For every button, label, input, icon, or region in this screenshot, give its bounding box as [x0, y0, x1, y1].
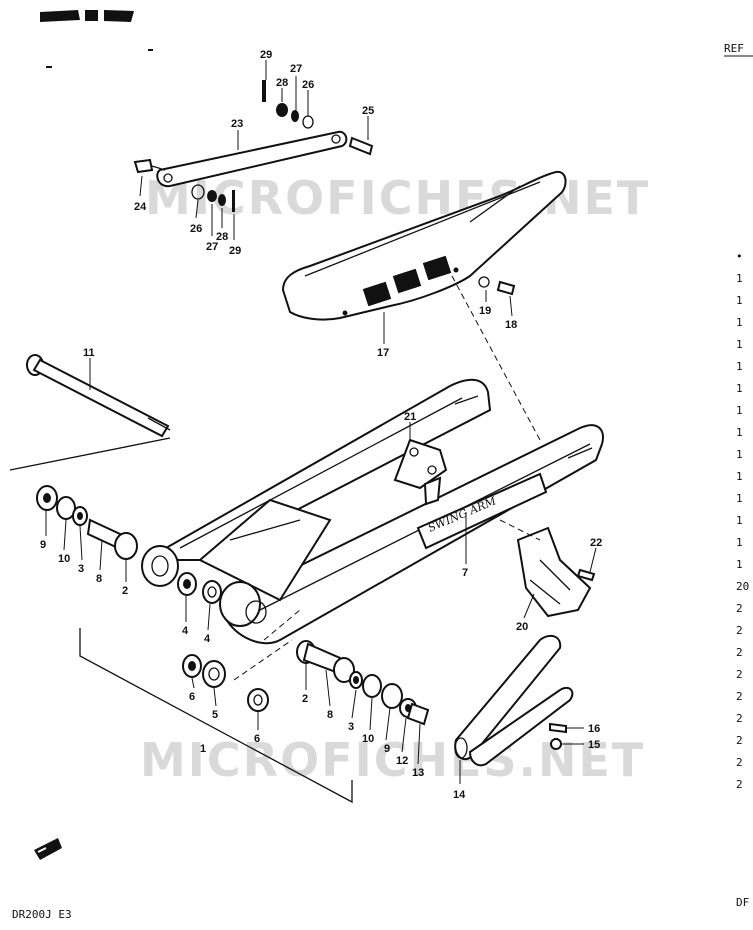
callout-20: 20	[516, 621, 528, 633]
callout-2-left: 2	[122, 585, 128, 597]
callout-7: 7	[462, 567, 468, 579]
callout-21: 21	[404, 411, 416, 423]
callout-4-a: 4	[182, 625, 189, 637]
callout-26-bottom: 26	[190, 223, 202, 235]
ref-column-entry: 2	[736, 712, 743, 725]
callout-29-bottom: 29	[229, 245, 241, 257]
ref-column-entry: 1	[736, 558, 743, 571]
callout-11: 11	[83, 347, 95, 359]
ref-column-entry: 1	[736, 360, 743, 373]
right-bearing-stack	[296, 640, 430, 726]
torque-link-part	[133, 130, 374, 188]
ref-column-entry: 2	[736, 624, 743, 637]
ref-column-entry: 1	[736, 316, 743, 329]
ref-header: REF	[724, 42, 744, 55]
ref-column-entry: 2	[736, 778, 743, 791]
pivot-bolt-part	[26, 354, 171, 438]
callout-28-bottom: 28	[216, 231, 228, 243]
callout-labels: 29 28 27 26 25 23 24 26 27 28 29 19 18 1…	[40, 49, 602, 801]
callout-29-top: 29	[260, 49, 272, 61]
ref-column-entry: •	[736, 250, 743, 263]
callout-6-b: 6	[254, 733, 260, 745]
callout-1: 1	[200, 743, 206, 755]
upper-nut-hardware	[262, 80, 314, 129]
ref-column-entry: 1	[736, 492, 743, 505]
screw-16-part	[549, 722, 567, 734]
callout-14: 14	[453, 789, 466, 801]
callout-27-top: 27	[290, 63, 302, 75]
ref-column-entry: 1	[736, 404, 743, 417]
ref-column-entry: 1	[736, 382, 743, 395]
callout-6-a: 6	[189, 691, 195, 703]
ref-column-entry: 2	[736, 734, 743, 747]
swing-arm-part: SWING ARM	[141, 378, 604, 645]
ref-column-entry: 1	[736, 536, 743, 549]
callout-8-left: 8	[96, 573, 102, 585]
ref-column-entry: 2	[736, 690, 743, 703]
ref-column-entry: 1	[736, 272, 743, 285]
lower-nut-hardware	[191, 184, 235, 212]
ref-column: • 1 1 1 1 1 1 1 1 1 1 1 1 1 1 20 2 2 2 2 2 2 2 2 2	[736, 250, 749, 791]
washer-15-part	[550, 738, 562, 750]
front-arrow-icon	[34, 838, 62, 860]
right-code: DF	[736, 896, 749, 909]
ref-column-entry: 1	[736, 294, 743, 307]
ref-column-entry: 1	[736, 448, 743, 461]
ref-column-entry: 2	[736, 756, 743, 769]
callout-22: 22	[590, 537, 602, 549]
leader-lines	[45, 60, 597, 784]
chain-slider-mount-part	[516, 526, 592, 618]
callout-4-b: 4	[204, 633, 211, 645]
callout-3-left: 3	[78, 563, 84, 575]
callout-5: 5	[212, 709, 218, 721]
chain-buffer-part	[454, 634, 574, 767]
callout-26-top: 26	[302, 79, 314, 91]
callout-16: 16	[588, 723, 600, 735]
ref-column-entry: 2	[736, 668, 743, 681]
callout-3-right: 3	[348, 721, 354, 733]
ref-column-entry: 2	[736, 602, 743, 615]
chain-guard-part	[281, 170, 567, 321]
callout-2-right: 2	[302, 693, 308, 705]
left-bearing-stack	[36, 485, 138, 560]
callout-27-bottom: 27	[206, 241, 218, 253]
callout-15: 15	[588, 739, 600, 751]
ref-column-entry: 1	[736, 514, 743, 527]
watermark-bottom: MICROFICHES.NET	[140, 733, 645, 787]
callout-18: 18	[505, 319, 517, 331]
title-logo	[40, 10, 134, 22]
callout-28-top: 28	[276, 77, 288, 89]
ref-column-entry: 20	[736, 580, 749, 593]
callout-9-right: 9	[384, 743, 390, 755]
ref-column-entry: 1	[736, 338, 743, 351]
model-code: DR200J E3	[12, 908, 72, 921]
callout-13: 13	[412, 767, 424, 779]
callout-17: 17	[377, 347, 389, 359]
callout-12: 12	[396, 755, 408, 767]
ref-column-entry: 2	[736, 646, 743, 659]
callout-10-left: 10	[58, 553, 70, 565]
callout-24: 24	[134, 201, 147, 213]
callout-23: 23	[231, 118, 243, 130]
callout-9-left: 9	[40, 539, 46, 551]
ref-column-entry: 1	[736, 470, 743, 483]
ref-column-entry: 1	[736, 426, 743, 439]
callout-10-right: 10	[362, 733, 374, 745]
callout-19: 19	[479, 305, 491, 317]
callout-8-right: 8	[327, 709, 333, 721]
callout-25: 25	[362, 105, 374, 117]
bracket-21-part	[393, 438, 448, 506]
